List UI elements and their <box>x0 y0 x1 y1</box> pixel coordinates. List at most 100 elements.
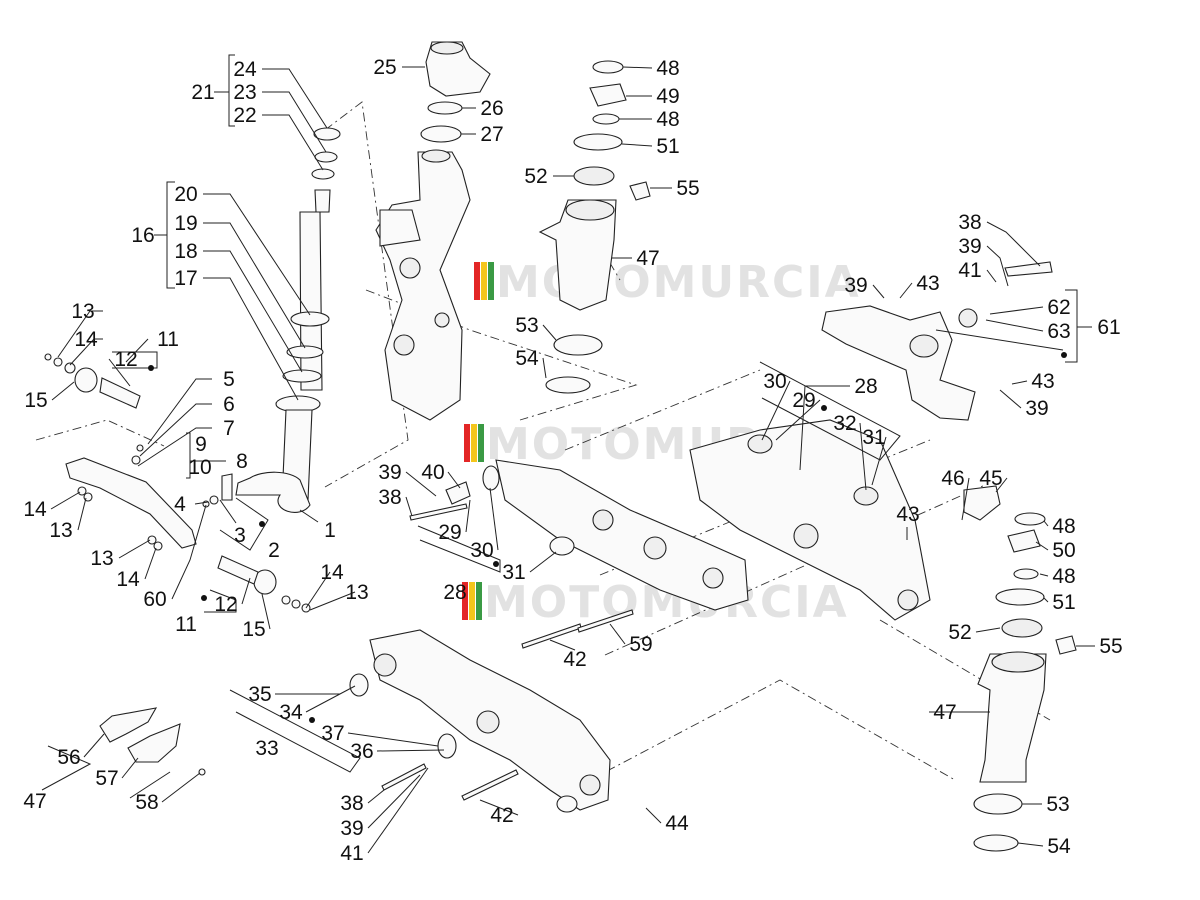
callout-label-62: 62 <box>1047 296 1070 319</box>
callout-label-5: 5 <box>223 368 235 391</box>
callout-label-41: 41 <box>340 842 363 865</box>
callout-label-14: 14 <box>23 498 47 521</box>
steering-column <box>235 127 341 513</box>
callout-label-13: 13 <box>345 581 368 604</box>
callout-label-16: 16 <box>131 224 154 247</box>
callout-label-39: 39 <box>340 817 363 840</box>
right-bracket <box>821 261 1053 421</box>
callout-label-48: 48 <box>1052 515 1075 538</box>
callout-label-41: 41 <box>958 259 981 282</box>
callout-label-14: 14 <box>74 328 98 351</box>
callout-label-57: 57 <box>95 767 118 790</box>
callout-label-12: 12 <box>114 348 137 371</box>
headset-lower <box>963 485 1077 852</box>
callout-label-49: 49 <box>656 85 679 108</box>
callout-label-14: 14 <box>116 568 140 591</box>
callout-label-7: 7 <box>223 417 235 440</box>
callout-label-51: 51 <box>1052 591 1075 614</box>
central-frame <box>375 149 471 421</box>
callout-label-51: 51 <box>656 135 679 158</box>
callout-label-13: 13 <box>71 300 94 323</box>
callout-label-37: 37 <box>321 722 344 745</box>
callout-label-29: 29 <box>792 389 815 412</box>
callout-label-52: 52 <box>948 621 971 644</box>
callout-label-19: 19 <box>174 212 197 235</box>
callout-label-56: 56 <box>57 746 80 769</box>
callout-label-6: 6 <box>223 393 235 416</box>
callout-label-30: 30 <box>470 539 493 562</box>
callout-label-13: 13 <box>49 519 72 542</box>
callout-label-20: 20 <box>174 183 197 206</box>
callout-labels: 2423222125262748494851525520191817164738… <box>23 56 1122 865</box>
callout-label-12: 12 <box>214 593 237 616</box>
callout-label-38: 38 <box>340 792 363 815</box>
callout-label-10: 10 <box>188 456 211 479</box>
callout-label-40: 40 <box>421 461 444 484</box>
callout-label-55: 55 <box>1099 635 1122 658</box>
callout-label-15: 15 <box>24 389 47 412</box>
callout-label-3: 3 <box>234 524 246 547</box>
callout-label-63: 63 <box>1047 320 1070 343</box>
callout-label-11: 11 <box>157 328 179 351</box>
callout-label-45: 45 <box>979 467 1002 490</box>
callout-label-43: 43 <box>1031 370 1054 393</box>
callout-label-54: 54 <box>515 347 539 370</box>
callout-label-2: 2 <box>268 539 280 562</box>
callout-label-9: 9 <box>195 433 207 456</box>
callout-label-22: 22 <box>233 104 256 127</box>
callout-label-38: 38 <box>958 211 981 234</box>
callout-label-33: 33 <box>255 737 278 760</box>
callout-label-29: 29 <box>438 521 461 544</box>
callout-label-60: 60 <box>143 588 166 611</box>
callout-label-4: 4 <box>174 493 186 516</box>
callout-label-28: 28 <box>854 375 877 398</box>
callout-label-61: 61 <box>1097 316 1120 339</box>
callout-label-39: 39 <box>378 461 401 484</box>
callout-label-28: 28 <box>443 581 466 604</box>
callout-label-36: 36 <box>350 740 373 763</box>
group-boxes <box>41 351 1067 799</box>
callout-label-58: 58 <box>135 791 158 814</box>
callout-label-23: 23 <box>233 81 256 104</box>
callout-label-34: 34 <box>279 701 303 724</box>
callout-label-25: 25 <box>373 56 396 79</box>
callout-label-43: 43 <box>896 503 919 526</box>
callout-label-46: 46 <box>941 467 964 490</box>
bottom-link <box>349 629 611 813</box>
callout-label-48: 48 <box>656 108 679 131</box>
callout-label-53: 53 <box>1046 793 1069 816</box>
callout-label-26: 26 <box>480 97 503 120</box>
callout-label-14: 14 <box>320 561 344 584</box>
callout-label-47: 47 <box>636 247 659 270</box>
callout-label-27: 27 <box>480 123 503 146</box>
callout-label-59: 59 <box>629 633 652 656</box>
callout-label-38: 38 <box>378 486 401 509</box>
callout-label-30: 30 <box>763 370 786 393</box>
callout-label-1: 1 <box>324 519 336 542</box>
callout-label-39: 39 <box>844 274 867 297</box>
middle-link-left <box>445 459 749 611</box>
callout-label-42: 42 <box>563 648 586 671</box>
callout-label-52: 52 <box>524 165 547 188</box>
callout-label-39: 39 <box>1025 397 1048 420</box>
callout-label-42: 42 <box>490 804 513 827</box>
clamp-assembly <box>99 707 206 776</box>
callout-label-17: 17 <box>174 267 197 290</box>
callout-label-50: 50 <box>1052 539 1075 562</box>
group-brackets <box>154 54 1092 479</box>
leader-lines <box>50 66 1095 854</box>
middle-link-right <box>689 419 931 621</box>
callout-label-8: 8 <box>236 450 248 473</box>
callout-label-11: 11 <box>175 613 197 636</box>
left-lever-assembly <box>44 353 311 613</box>
watermark-text: MOTOMURCIA <box>496 257 861 308</box>
callout-label-31: 31 <box>862 426 885 449</box>
callout-label-55: 55 <box>676 177 699 200</box>
upper-cap <box>420 41 491 143</box>
callout-label-21: 21 <box>191 81 214 104</box>
callout-label-48: 48 <box>656 57 679 80</box>
callout-label-31: 31 <box>502 561 525 584</box>
callout-label-32: 32 <box>833 412 856 435</box>
